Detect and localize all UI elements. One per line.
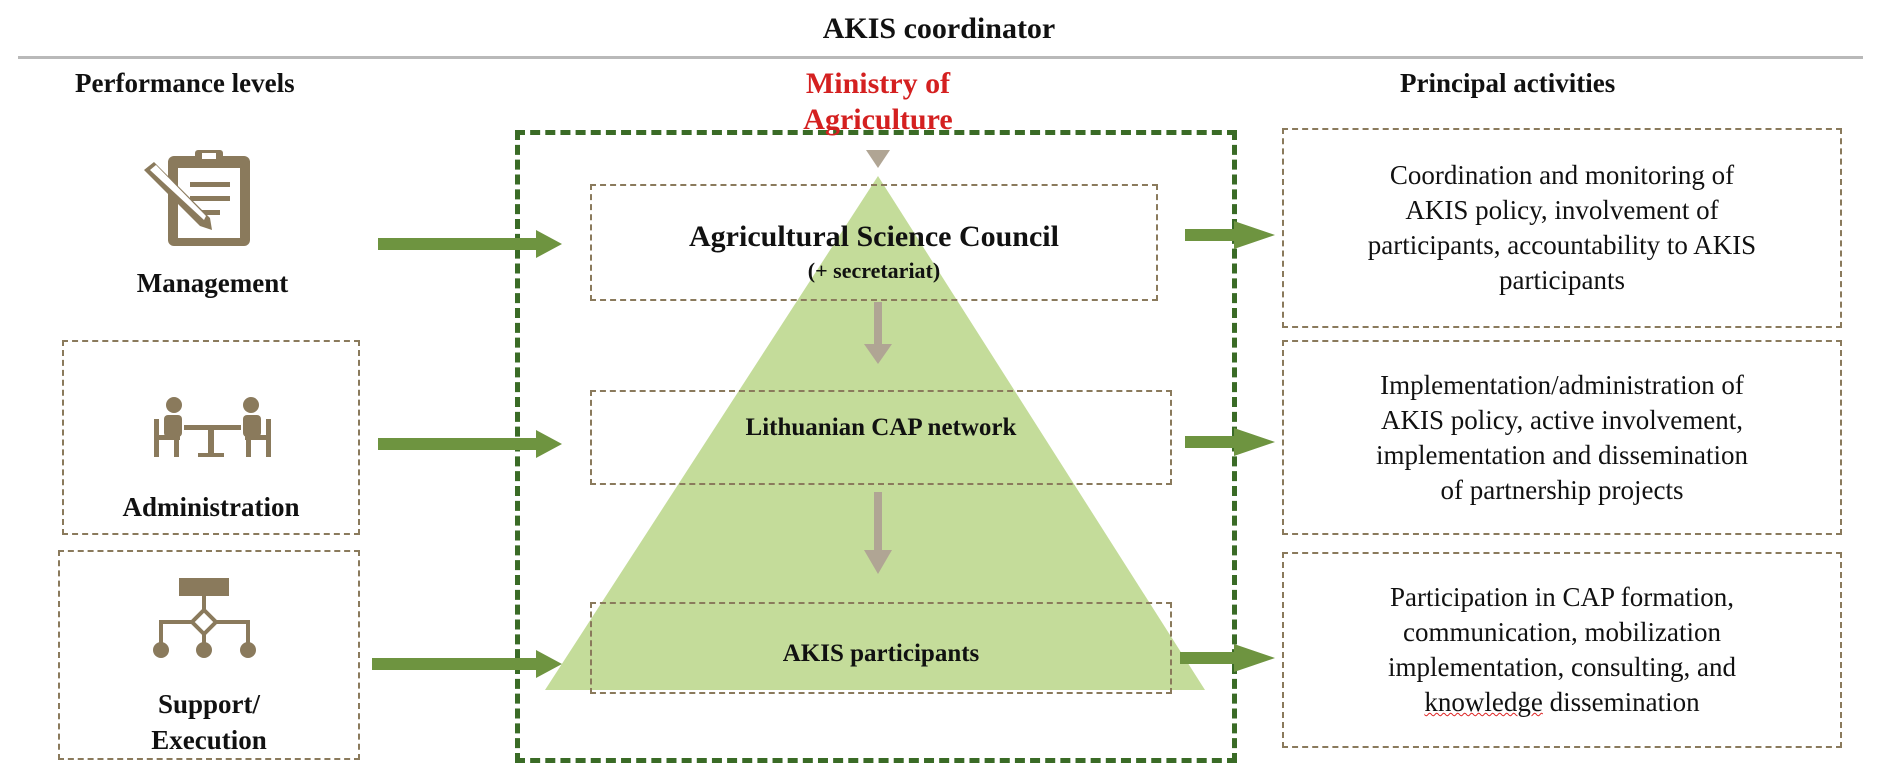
activity-1-line4: participants <box>1499 265 1625 295</box>
ministry-label: Ministry of Agriculture <box>728 66 1028 138</box>
activity-box-3: Participation in CAP formation, communic… <box>1282 552 1842 748</box>
support-line1: Support/ <box>157 689 261 719</box>
flowchart-icon <box>153 578 256 658</box>
flow-arrow-2 <box>864 492 892 574</box>
arrow-council-out <box>1185 221 1275 249</box>
council-label: Agricultural Science Council <box>689 220 1059 253</box>
coordinator-title: AKIS coordinator <box>822 12 1056 45</box>
header-rule <box>18 56 1863 59</box>
arrow-participants-out <box>1180 644 1275 672</box>
pyramid <box>545 176 1205 690</box>
arrow-support-in <box>372 650 562 678</box>
arrow-cap-out <box>1185 428 1275 456</box>
meeting-table-icon <box>154 397 271 457</box>
activity-box-1: Coordination and monitoring of AKIS poli… <box>1282 128 1842 328</box>
activity-2-line2: AKIS policy, active involvement, <box>1381 404 1743 435</box>
council-sublabel: (+ secretariat) <box>807 258 941 283</box>
level-box-support <box>58 550 360 760</box>
activity-1-line3: participants, accountability to AKIS <box>1367 230 1757 260</box>
clipboard-pen-icon <box>144 150 250 246</box>
support-line2: Execution <box>151 725 267 755</box>
arrow-management-in <box>378 230 562 258</box>
ministry-line2: Agriculture <box>803 103 953 136</box>
activity-2-line4: of partnership projects <box>1440 474 1684 505</box>
ministry-line1: Ministry of <box>805 67 951 100</box>
activity-3-knowledge-word: knowledge <box>1424 687 1543 717</box>
level-label-administration: Administration <box>122 492 300 522</box>
flow-arrow-1 <box>864 302 892 364</box>
level-label-support: Support/ Execution <box>58 686 360 758</box>
level-box-administration <box>62 340 360 535</box>
ministry-down-arrow <box>866 150 890 168</box>
activity-1-line2: AKIS policy, involvement of <box>1405 195 1719 225</box>
activity-1-line1: Coordination and monitoring of <box>1389 160 1735 190</box>
principal-activities-heading: Principal activities <box>1400 68 1616 98</box>
activity-3-line4: knowledge dissemination <box>1388 685 1736 720</box>
activity-3-dissemination-word: dissemination <box>1549 687 1700 717</box>
body-box-council: Agricultural Science Council (+ secretar… <box>590 184 1158 301</box>
activity-box-2: Implementation/administration of AKIS po… <box>1282 340 1842 535</box>
performance-levels-heading: Performance levels <box>75 68 295 98</box>
cap-network-label: Lithuanian CAP network <box>745 414 1017 441</box>
body-box-participants: AKIS participants <box>590 602 1172 694</box>
body-box-cap-network: Lithuanian CAP network <box>590 390 1172 485</box>
arrow-administration-in <box>378 430 562 458</box>
activity-2-line1: Implementation/administration of <box>1380 369 1744 400</box>
activity-2-line3: implementation and dissemination <box>1376 439 1748 470</box>
participants-label: AKIS participants <box>782 640 980 667</box>
activity-3-line3: implementation, consulting, and <box>1388 652 1736 682</box>
level-label-management: Management <box>136 268 289 298</box>
activity-3-line2: communication, mobilization <box>1403 617 1721 647</box>
activity-3-line1: Participation in CAP formation, <box>1390 582 1734 612</box>
